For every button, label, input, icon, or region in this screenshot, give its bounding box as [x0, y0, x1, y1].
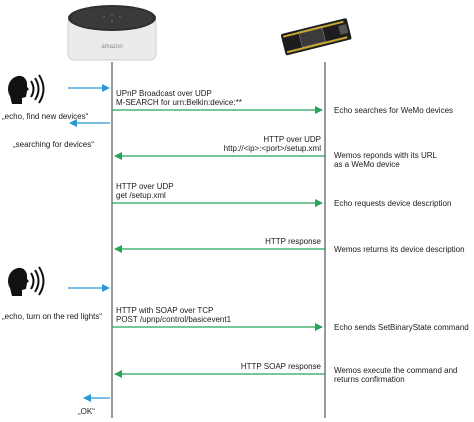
message-note: Echo sends SetBinaryState command: [334, 323, 469, 332]
message-label: UPnP Broadcast over UDP: [116, 89, 212, 98]
message-note: as a WeMo device: [334, 160, 400, 169]
message-label: HTTP over UDP: [116, 182, 174, 191]
message-label: HTTP SOAP response: [240, 362, 321, 371]
message-detail: get /setup.xml: [116, 191, 166, 200]
speaking-head-icon: [8, 74, 45, 104]
message-note: Wemos reponds with its URL: [334, 151, 437, 160]
message-note: Echo searches for WeMo devices: [334, 106, 454, 115]
message-note: returns confirmation: [334, 375, 405, 384]
message-detail: http://<ip>:<port>/setup.xml: [223, 144, 321, 153]
user-speech-find: „echo, find new devices“: [2, 112, 89, 121]
echo-brand-label: amazon: [101, 44, 122, 50]
echo-speech-searching: „searching for devices“: [13, 140, 94, 149]
speaking-head-icon: [8, 266, 45, 296]
message-detail: POST /upnp/control/basicevent1: [116, 315, 232, 324]
message-label: HTTP over UDP: [263, 135, 321, 144]
message-label: HTTP response: [265, 237, 321, 246]
wemos-board-icon: [280, 18, 352, 56]
message-note: Echo requests device description: [334, 199, 452, 208]
echo-speech-ok: „OK“: [78, 407, 95, 416]
echo-dot-speaker-icon: amazon: [67, 5, 157, 61]
message-detail: M-SEARCH for urn:Belkin:device:**: [116, 98, 242, 107]
message-note: Wemos returns its device description: [334, 245, 465, 254]
message-note: Wemos execute the command and: [334, 366, 458, 375]
user-speech-turn-on: „echo, turn on the red lights“: [2, 312, 103, 321]
message-label: HTTP with SOAP over TCP: [116, 306, 214, 315]
